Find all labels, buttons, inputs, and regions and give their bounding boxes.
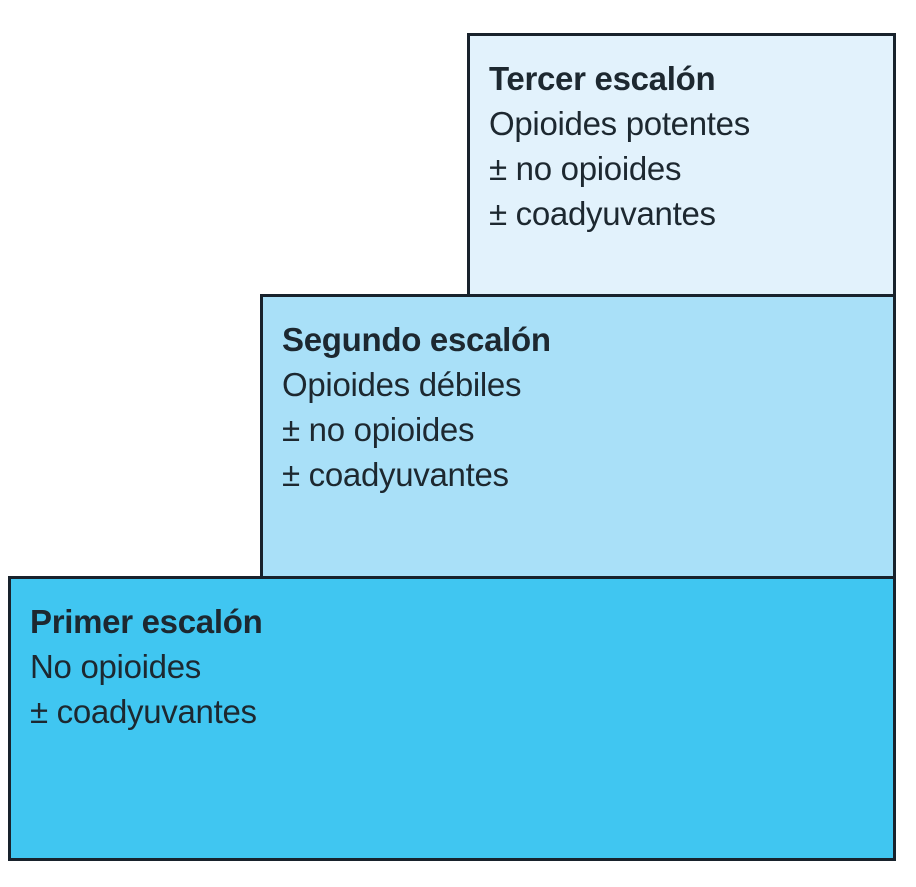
step-title-primer: Primer escalón: [30, 603, 263, 640]
step-line: ± coadyuvantes: [282, 456, 509, 493]
step-line: ± no opioides: [282, 411, 475, 448]
step-line: ± coadyuvantes: [489, 195, 716, 232]
step-line: Opioides débiles: [282, 366, 522, 403]
step-line: No opioides: [30, 648, 201, 685]
step-line: ± coadyuvantes: [30, 693, 257, 730]
step-title-tercer: Tercer escalón: [489, 60, 716, 97]
step-tercer-escalon: Tercer escalón Opioides potentes ± no op…: [467, 33, 896, 297]
step-line: ± no opioides: [489, 150, 682, 187]
step-title-segundo: Segundo escalón: [282, 321, 551, 358]
step-primer-escalon: Primer escalón No opioides ± coadyuvante…: [8, 576, 896, 861]
step-segundo-escalon: Segundo escalón Opioides débiles ± no op…: [260, 294, 896, 579]
step-line: Opioides potentes: [489, 105, 750, 142]
